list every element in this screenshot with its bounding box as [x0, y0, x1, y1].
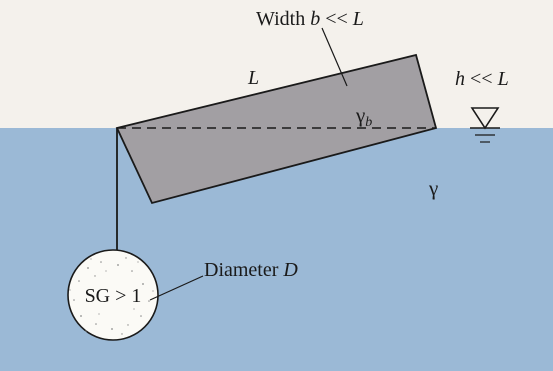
width-label-ref: L: [352, 8, 364, 30]
sphere-sg-label: SG > 1: [85, 285, 142, 307]
diameter-label-var: D: [282, 259, 298, 281]
length-label: L: [247, 67, 259, 89]
width-leader-line: [321, 27, 348, 87]
diameter-label: Diameter D: [204, 259, 298, 281]
height-label-rel: <<: [465, 68, 498, 90]
gamma-symbol: γ: [428, 176, 438, 200]
width-label-prefix: Width: [256, 8, 310, 30]
gamma-label: γ: [428, 176, 438, 200]
diameter-label-prefix: Diameter: [204, 259, 283, 281]
height-label-ref: L: [497, 68, 509, 90]
height-label-var: h: [455, 68, 465, 90]
sphere-speckle-texture: [69, 257, 154, 335]
gamma-b-label: γb: [355, 103, 372, 130]
diameter-leader-line: [149, 275, 204, 301]
gamma-b-symbol: γ: [355, 103, 365, 127]
width-label: Width b << L: [256, 8, 364, 30]
gamma-b-subscript: b: [365, 115, 372, 130]
heavy-sphere: [67, 249, 159, 341]
height-label: h << L: [455, 68, 509, 90]
width-label-var: b: [310, 8, 320, 30]
width-label-rel: <<: [320, 8, 353, 30]
sphere-sg-text: SG > 1: [85, 285, 142, 307]
length-label-var: L: [247, 67, 259, 89]
water-surface-triangle-icon: [470, 107, 500, 143]
